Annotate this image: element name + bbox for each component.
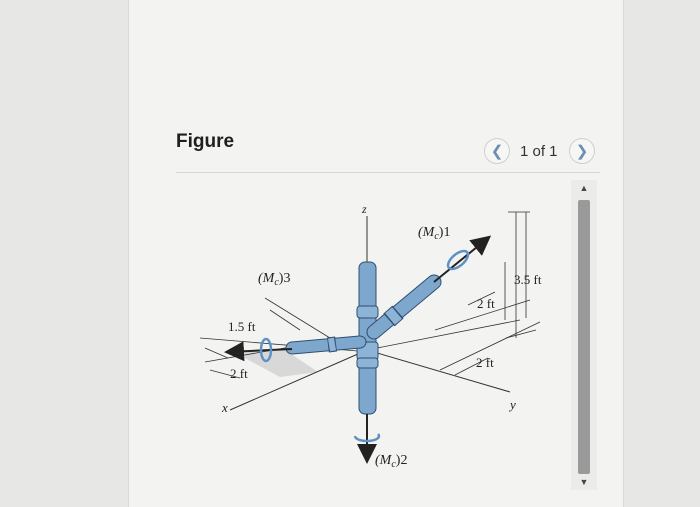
- x-axis: [229, 349, 368, 411]
- moment-1-rotation-icon: [446, 249, 470, 271]
- dimension-line: [505, 329, 537, 339]
- y-axis: [366, 349, 511, 393]
- dimension-line: [467, 291, 496, 306]
- reference-line: [264, 297, 331, 339]
- scroll-up-arrow-icon[interactable]: ▲: [579, 183, 589, 193]
- dimension-line: [204, 347, 229, 359]
- chevron-right-icon: ❯: [575, 142, 589, 160]
- moment-1-label: (Mc)1: [418, 225, 450, 242]
- moment-3-rotation-icon: [259, 337, 273, 363]
- pipe-coupling: [356, 357, 379, 369]
- dimension-2ft-label: 2 ft: [476, 355, 494, 370]
- figure-title: Figure: [176, 131, 235, 152]
- page-count: 1 of 1: [520, 143, 558, 160]
- header-divider: [176, 172, 600, 173]
- moment-1-arrow: [433, 235, 492, 283]
- reference-line: [366, 319, 521, 351]
- dimension-line: [454, 357, 489, 376]
- reference-line: [269, 309, 301, 331]
- dimension-line: [209, 369, 241, 379]
- moment-3-label: (Mc)3: [258, 271, 290, 288]
- previous-figure-button[interactable]: ❮: [484, 138, 510, 164]
- z-axis-label: z: [361, 202, 367, 216]
- scroll-down-arrow-icon[interactable]: ▼: [579, 477, 589, 487]
- diagonal-pipe: [366, 274, 442, 340]
- y-axis-label: y: [508, 397, 516, 412]
- next-figure-button[interactable]: ❯: [569, 138, 595, 164]
- shaded-region: [230, 350, 318, 377]
- figure-panel: [128, 0, 624, 507]
- reference-line: [434, 299, 531, 331]
- dimension-height-label: 3.5 ft: [514, 272, 542, 287]
- pipe-coupling: [356, 305, 379, 319]
- x-axis-label: x: [221, 400, 228, 415]
- dimension-1-5ft-label: 1.5 ft: [228, 319, 256, 334]
- chevron-left-icon: ❮: [490, 142, 504, 160]
- moment-2-rotation-icon: [353, 433, 381, 443]
- dimension-2ft-label: 2 ft: [477, 296, 495, 311]
- scrollbar-thumb[interactable]: [578, 200, 590, 474]
- dimension-2ft-label: 2 ft: [230, 366, 248, 381]
- reference-line: [439, 321, 541, 371]
- moment-2-label: (Mc)2: [375, 453, 407, 470]
- figure-scrollbar[interactable]: ▲ ▼: [571, 180, 597, 490]
- horizontal-pipe: [285, 335, 367, 355]
